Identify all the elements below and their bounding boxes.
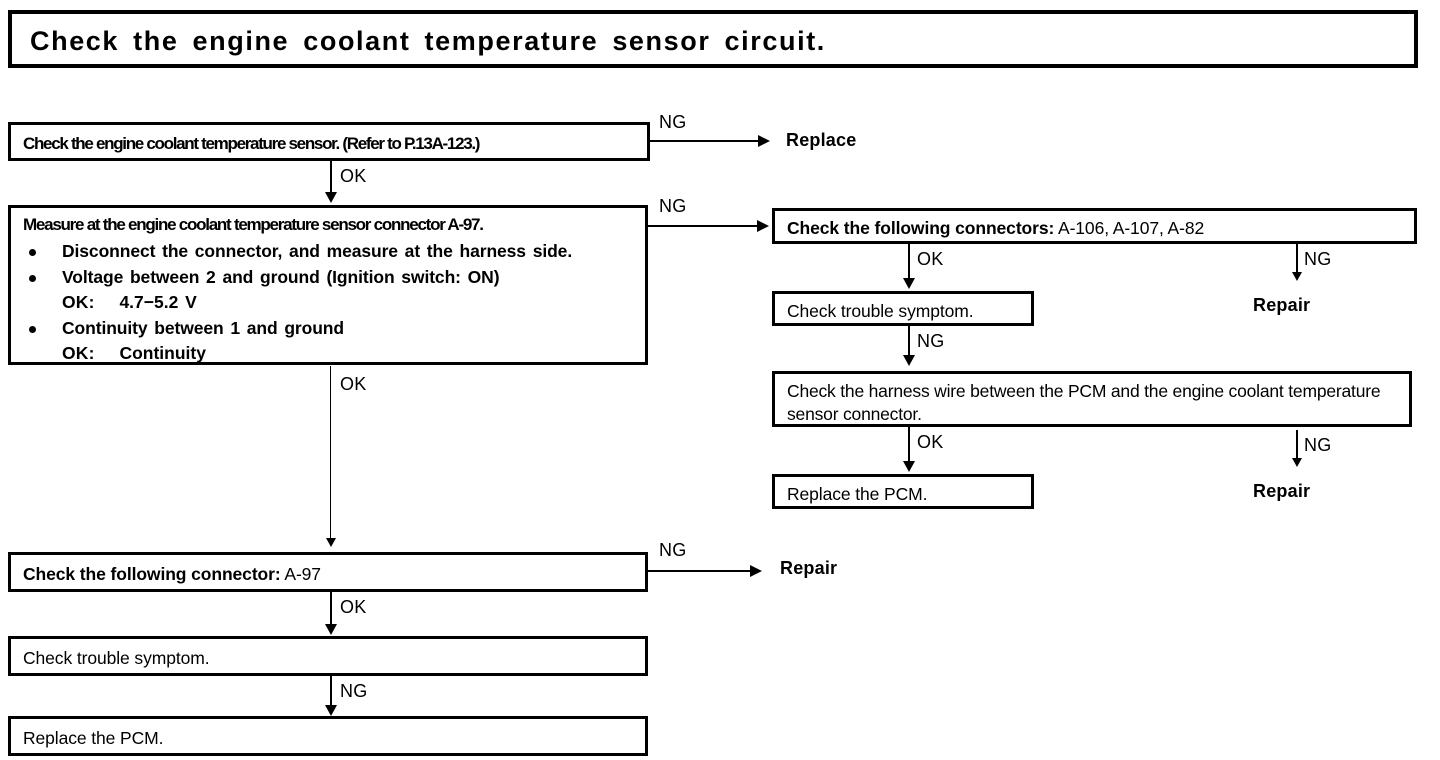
- node-label: Check trouble symptom.: [787, 301, 974, 321]
- edge-arrow-ng-measure: [757, 220, 769, 232]
- node-label: Replace the PCM.: [23, 728, 164, 748]
- edge-line-ng-a97: [648, 570, 753, 572]
- edge-label-ok-harness: OK: [917, 432, 944, 452]
- spec-value: 4.7−5.2 V: [119, 292, 197, 312]
- edge-label-ng-measure: NG: [659, 196, 687, 216]
- edge-label-ok-sensor: OK: [340, 166, 367, 186]
- node-check-trouble-symptom-left: Check trouble symptom.: [8, 636, 648, 676]
- terminal-replace: Replace: [786, 130, 857, 150]
- edge-label-ok-a97: OK: [340, 597, 367, 617]
- edge-line-ok-measure: [330, 366, 331, 540]
- node-label-prefix: Check the following connector:: [23, 564, 281, 584]
- list-item-label: Voltage between 2 and ground (Ignition s…: [62, 267, 500, 287]
- edge-label-ng-connectors: NG: [1304, 249, 1332, 269]
- bullet-icon: [29, 275, 36, 282]
- edge-arrow-ok-a97: [325, 624, 337, 635]
- node-label: Check the following connectors: A-106, A…: [787, 218, 1204, 239]
- list-item-label: Disconnect the connector, and measure at…: [62, 241, 573, 261]
- edge-arrow-ng-harness: [1292, 458, 1302, 467]
- terminal-repair-harness: Repair: [1253, 481, 1311, 501]
- edge-arrow-ok-connectors: [903, 278, 915, 289]
- edge-arrow-ok-harness: [903, 461, 915, 472]
- spec-label: OK:: [62, 343, 95, 363]
- node-check-following-connectors: Check the following connectors: A-106, A…: [772, 208, 1417, 244]
- edge-line-ok-a97: [330, 592, 332, 628]
- node-label-prefix: Check the following connectors:: [787, 218, 1055, 238]
- edge-line-ng-sensor: [650, 140, 762, 142]
- edge-line-ng-connectors: [1296, 244, 1298, 276]
- bullet-icon: [29, 326, 36, 333]
- edge-label-ng-a97: NG: [659, 540, 687, 560]
- node-label: Check the engine coolant temperature sen…: [23, 134, 480, 153]
- title-box: Check the engine coolant temperature sen…: [8, 10, 1418, 68]
- edge-arrow-ng-a97: [750, 565, 762, 577]
- node-label: Check trouble symptom.: [23, 648, 210, 668]
- edge-label-ok-connectors: OK: [917, 249, 944, 269]
- node-check-following-connector-a97: Check the following connector: A-97: [8, 552, 648, 592]
- node-replace-pcm-right: Replace the PCM.: [772, 474, 1034, 509]
- edge-label-ng-trouble-right: NG: [917, 331, 945, 351]
- edge-label-ok-measure: OK: [340, 374, 367, 394]
- edge-arrow-ng-connectors: [1292, 272, 1302, 281]
- edge-label-ng-sensor: NG: [659, 112, 687, 132]
- edge-label-ng-harness: NG: [1304, 435, 1332, 455]
- spec-continuity: OK: Continuity: [62, 343, 206, 364]
- edge-line-ng-trouble-right: [908, 326, 910, 358]
- node-label: Replace the PCM.: [787, 484, 928, 504]
- terminal-repair-a97: Repair: [780, 558, 838, 578]
- page-title: Check the engine coolant temperature sen…: [30, 26, 826, 56]
- edge-line-ng-harness: [1296, 430, 1298, 462]
- edge-line-ok-connectors: [908, 244, 910, 281]
- edge-arrow-ng-trouble-right: [903, 355, 915, 366]
- edge-line-ng-measure: [648, 225, 760, 227]
- node-replace-pcm-left: Replace the PCM.: [8, 716, 648, 756]
- edge-label-ng-trouble-left: NG: [340, 681, 368, 701]
- node-label-value: A-97: [284, 564, 321, 584]
- terminal-repair-connectors: Repair: [1253, 295, 1311, 315]
- edge-line-ng-trouble-left: [330, 676, 332, 708]
- spec-value: Continuity: [119, 343, 206, 363]
- list-item-label: Continuity between 1 and ground: [62, 318, 344, 338]
- node-check-engine-coolant-temperature-sensor: Check the engine coolant temperature sen…: [8, 122, 650, 161]
- node-check-harness-wire: Check the harness wire between the PCM a…: [772, 371, 1412, 427]
- node-check-trouble-symptom-right: Check trouble symptom.: [772, 291, 1034, 326]
- edge-line-ok-sensor: [330, 161, 332, 194]
- edge-arrow-ok-measure: [326, 538, 336, 547]
- node-label: Check the harness wire between the PCM a…: [787, 381, 1381, 424]
- node-heading: Measure at the engine coolant temperatur…: [23, 215, 484, 234]
- node-label: Check the following connector: A-97: [23, 564, 321, 585]
- node-measure-at-sensor-connector: Measure at the engine coolant temperatur…: [8, 205, 648, 365]
- edge-arrow-ng-trouble-left: [325, 705, 337, 716]
- spec-voltage: OK: 4.7−5.2 V: [62, 292, 197, 313]
- bullet-icon: [29, 249, 36, 256]
- edge-arrow-ok-sensor: [325, 192, 337, 203]
- edge-line-ok-harness: [908, 427, 910, 464]
- node-label-value: A-106, A-107, A-82: [1058, 218, 1205, 238]
- spec-label: OK:: [62, 292, 95, 312]
- edge-arrow-ng-sensor: [758, 135, 770, 147]
